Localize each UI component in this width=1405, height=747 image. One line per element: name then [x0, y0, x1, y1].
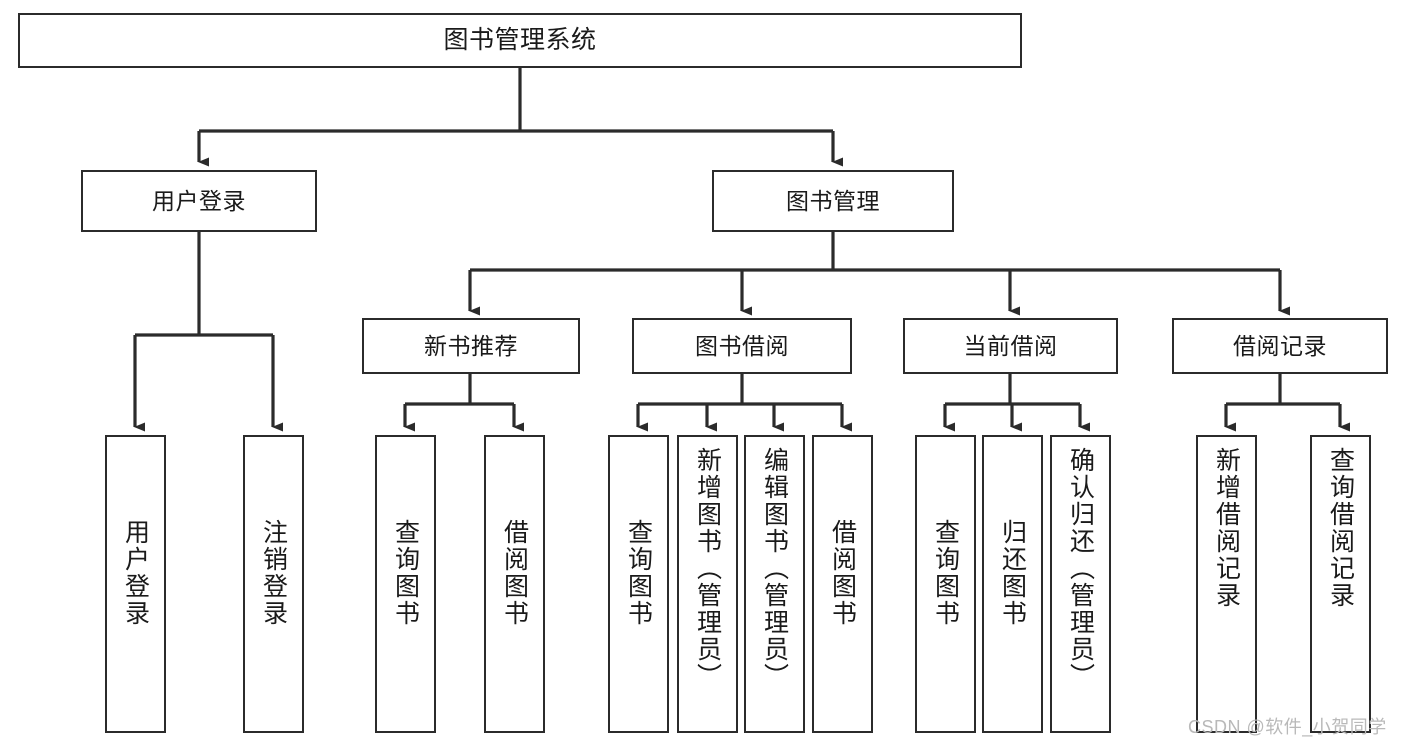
node-label: 借阅图书 — [828, 519, 857, 627]
node-label: 借阅图书 — [500, 519, 529, 627]
node-label: 新增图书（管理员） — [693, 447, 722, 690]
node-label: 用户登录 — [152, 187, 246, 214]
leaf-edit-book-admin[interactable]: 编辑图书（管理员） — [744, 435, 805, 733]
node-current-borrow[interactable]: 当前借阅 — [903, 318, 1118, 374]
node-label: 编辑图书（管理员） — [760, 447, 789, 690]
leaf-borrow-book-recommend[interactable]: 借阅图书 — [484, 435, 545, 733]
csdn-watermark: CSDN @软件_小贺同学 — [1188, 717, 1387, 737]
leaf-logout-login[interactable]: 注销登录 — [243, 435, 304, 733]
leaf-borrow-book[interactable]: 借阅图书 — [812, 435, 873, 733]
node-borrow-record[interactable]: 借阅记录 — [1172, 318, 1388, 374]
node-label: 查询图书 — [391, 519, 420, 627]
node-book-management[interactable]: 图书管理 — [712, 170, 954, 232]
node-root-book-management-system[interactable]: 图书管理系统 — [18, 13, 1022, 68]
leaf-user-login[interactable]: 用户登录 — [105, 435, 166, 733]
node-label: 用户登录 — [121, 519, 150, 627]
node-label: 查询图书 — [931, 519, 960, 627]
node-label: 确认归还（管理员） — [1066, 447, 1095, 690]
node-label: 图书管理系统 — [443, 26, 597, 55]
node-label: 查询借阅记录 — [1326, 447, 1355, 609]
node-label: 查询图书 — [624, 519, 653, 627]
leaf-query-borrow-record[interactable]: 查询借阅记录 — [1310, 435, 1371, 733]
leaf-return-book[interactable]: 归还图书 — [982, 435, 1043, 733]
node-user-login[interactable]: 用户登录 — [81, 170, 317, 232]
leaf-confirm-return-admin[interactable]: 确认归还（管理员） — [1050, 435, 1111, 733]
node-label: 当前借阅 — [963, 332, 1058, 359]
node-label: 图书管理 — [786, 187, 880, 214]
node-label: 归还图书 — [998, 519, 1027, 627]
leaf-add-borrow-record[interactable]: 新增借阅记录 — [1196, 435, 1257, 733]
leaf-query-book-current[interactable]: 查询图书 — [915, 435, 976, 733]
node-label: 图书借阅 — [695, 332, 789, 359]
node-new-book-recommend[interactable]: 新书推荐 — [362, 318, 580, 374]
node-label: 新书推荐 — [424, 332, 518, 359]
node-label: 新增借阅记录 — [1212, 447, 1241, 609]
leaf-query-book-recommend[interactable]: 查询图书 — [375, 435, 436, 733]
leaf-add-book-admin[interactable]: 新增图书（管理员） — [677, 435, 738, 733]
node-label: 注销登录 — [259, 519, 288, 627]
node-book-borrow[interactable]: 图书借阅 — [632, 318, 852, 374]
leaf-query-book-borrow[interactable]: 查询图书 — [608, 435, 669, 733]
node-label: 借阅记录 — [1233, 332, 1327, 359]
